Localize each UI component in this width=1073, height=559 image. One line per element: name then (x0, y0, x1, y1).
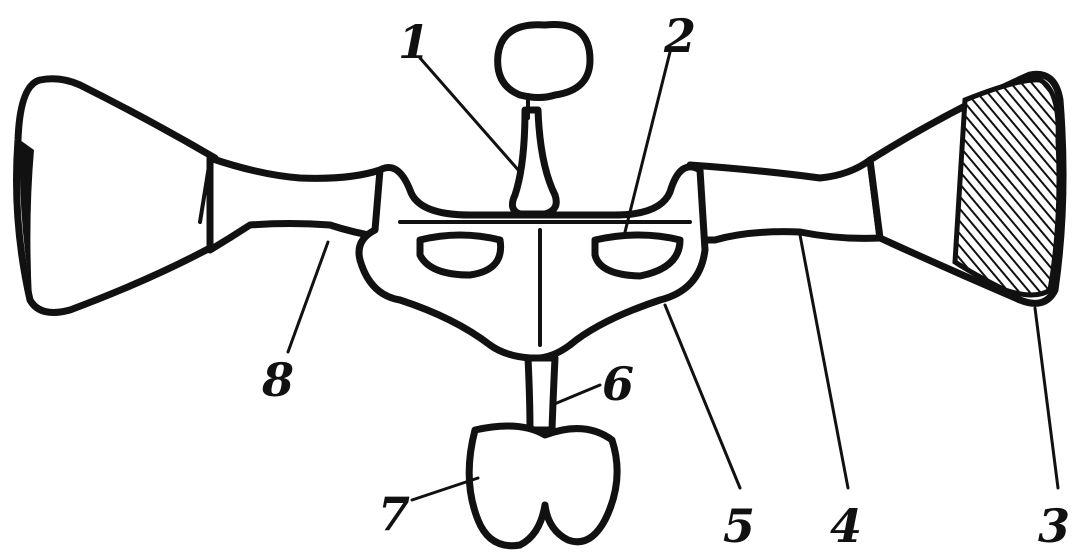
leader-5 (665, 305, 740, 488)
label-4: 4 (830, 499, 862, 553)
leader-4 (800, 235, 848, 488)
label-7: 7 (378, 487, 410, 541)
leader-6 (552, 385, 600, 405)
label-2: 2 (663, 9, 696, 63)
top-stalk (498, 24, 590, 214)
label-1: 1 (398, 15, 430, 69)
label-5: 5 (723, 499, 755, 553)
label-6: 6 (602, 357, 634, 411)
leader-3 (1035, 308, 1058, 488)
right-wing (690, 74, 1063, 303)
left-wing (17, 79, 401, 313)
label-3: 3 (1038, 499, 1070, 553)
leader-8 (288, 242, 328, 352)
label-8: 8 (261, 353, 294, 407)
